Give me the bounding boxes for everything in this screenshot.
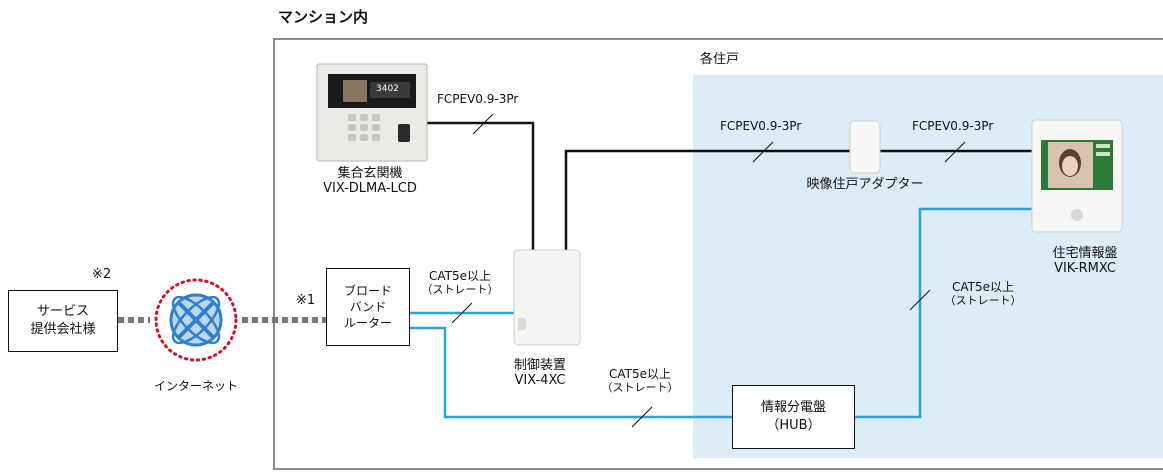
cable-label-unit-left: FCPEV0.9-3Pr [720, 119, 802, 133]
router-line-3: ルーター [343, 316, 392, 331]
cable-hub-type: （ストレート） [601, 380, 679, 394]
provider-line-1: サービス [36, 304, 89, 320]
hub-box: 情報分電盤 （HUB） [732, 385, 855, 449]
note-2: ※2 [92, 267, 112, 282]
entrance-screen-number: 3402 [376, 84, 399, 94]
entrance-device-icon [316, 63, 428, 162]
entrance-name: 集合玄関機 [337, 166, 403, 181]
adapter-label: 映像住戸アダプター [806, 177, 924, 192]
router-line-2: バンド [349, 299, 387, 314]
entrance-to-control-cable [425, 121, 535, 250]
monitor-label: 住宅情報盤 VIK-RMXC [1010, 246, 1160, 277]
home-monitor-icon [1031, 119, 1123, 233]
router-to-hub-cable [410, 326, 732, 419]
router-line-1: ブロード [343, 283, 392, 298]
control-name: 制御装置 [513, 358, 566, 373]
internet-globe-icon [154, 278, 238, 362]
internet-label: インターネット [153, 379, 238, 393]
provider-box: サービス 提供会社様 [8, 290, 118, 352]
cable-label-unit-right: FCPEV0.9-3Pr [912, 119, 994, 133]
control-model: VIX-4XC [514, 372, 566, 388]
monitor-model: VIK-RMXC [1054, 260, 1116, 276]
note-1: ※1 [296, 293, 316, 308]
hub-model: （HUB） [766, 418, 821, 433]
unit-label: 各住戸 [700, 52, 740, 67]
video-adapter-icon [849, 120, 881, 174]
monitor-name: 住宅情報盤 [1052, 246, 1118, 261]
hub-to-monitor-cable [855, 207, 1032, 419]
provider-line-2: 提供会社様 [30, 322, 96, 337]
cable-router-spec: CAT5e以上 [428, 269, 491, 283]
entrance-label: 集合玄関機 VIX-DLMA-LCD [305, 166, 435, 197]
cable-hub-spec: CAT5e以上 [608, 367, 671, 381]
cable-label-monitor: CAT5e以上 （ストレート） [933, 280, 1033, 307]
cable-monitor-spec: CAT5e以上 [951, 280, 1014, 294]
control-to-monitor-cable [564, 149, 1032, 250]
mansion-label: マンション内 [278, 8, 369, 26]
control-unit-icon [513, 249, 581, 346]
cable-monitor-type: （ストレート） [944, 293, 1022, 307]
cable-label-entrance: FCPEV0.9-3Pr [437, 92, 519, 106]
mansion-border [273, 38, 1163, 470]
router-box: ブロード バンド ルーター [326, 268, 410, 346]
cable-label-router: CAT5e以上 （ストレート） [410, 269, 510, 296]
cable-router-type: （ストレート） [421, 282, 499, 296]
entrance-model: VIX-DLMA-LCD [323, 180, 417, 196]
cable-label-hub: CAT5e以上 （ストレート） [590, 367, 690, 394]
cable-ticks [451, 113, 966, 428]
hub-name: 情報分電盤 [760, 400, 826, 416]
control-label: 制御装置 VIX-4XC [480, 358, 600, 389]
